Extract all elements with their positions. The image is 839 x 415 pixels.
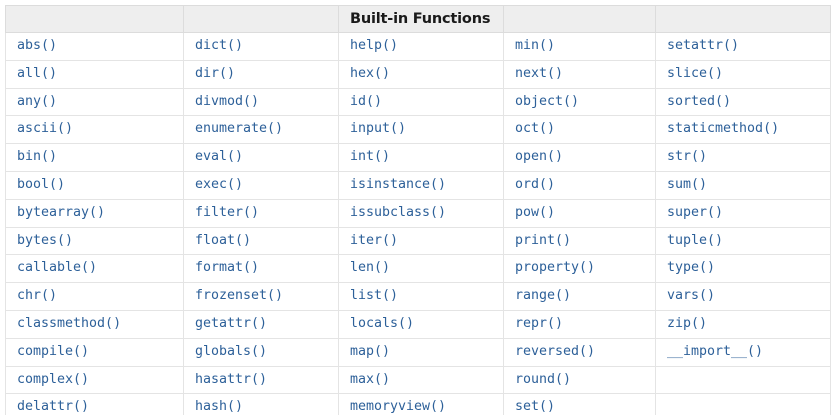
function-cell[interactable]: set() [503,393,656,415]
table-row: callable()format()len()property()type() [5,254,831,284]
function-cell[interactable]: next() [503,59,656,89]
function-cell[interactable]: chr() [5,282,184,311]
table-row: bool()exec()isinstance()ord()sum() [5,170,831,200]
function-cell[interactable]: map() [338,337,504,367]
function-cell[interactable]: frozenset() [183,282,339,311]
function-cell[interactable]: repr() [503,309,656,339]
table-row: classmethod()getattr()locals()repr()zip(… [5,309,831,339]
function-cell[interactable]: type() [655,254,831,284]
function-cell[interactable]: hex() [338,59,504,89]
table-header: Built-in Functions [5,5,831,33]
function-cell[interactable]: eval() [183,143,339,172]
function-cell[interactable]: format() [183,254,339,284]
table-row: bytearray()filter()issubclass()pow()supe… [5,198,831,228]
function-cell[interactable]: issubclass() [338,198,504,228]
function-cell[interactable]: bytes() [5,226,184,256]
function-cell[interactable]: abs() [5,32,184,61]
function-cell[interactable]: max() [338,365,504,395]
function-cell[interactable]: delattr() [5,393,184,415]
function-cell[interactable]: hash() [183,393,339,415]
function-cell[interactable]: help() [338,32,504,61]
function-cell[interactable]: object() [503,87,656,117]
table-row: any()divmod()id()object()sorted() [5,87,831,117]
table-row: chr()frozenset()list()range()vars() [5,282,831,311]
function-cell[interactable]: all() [5,59,184,89]
function-cell[interactable]: open() [503,143,656,172]
function-cell[interactable]: list() [338,282,504,311]
table-header-cell-3 [503,5,656,33]
table-row: all()dir()hex()next()slice() [5,59,831,89]
function-cell[interactable]: isinstance() [338,170,504,200]
table-row: compile()globals()map()reversed()__impor… [5,337,831,367]
function-cell[interactable]: len() [338,254,504,284]
table-row: complex()hasattr()max()round() [5,365,831,395]
function-cell[interactable]: compile() [5,337,184,367]
function-cell[interactable]: vars() [655,282,831,311]
table-header-cell-0 [5,5,184,33]
function-cell[interactable]: oct() [503,115,656,145]
function-cell[interactable]: dict() [183,32,339,61]
builtin-functions-table: Built-in Functions abs()dict()help()min(… [5,5,831,415]
function-cell[interactable]: hasattr() [183,365,339,395]
function-cell[interactable]: bin() [5,143,184,172]
function-cell[interactable]: property() [503,254,656,284]
function-cell[interactable]: str() [655,143,831,172]
function-cell[interactable]: any() [5,87,184,117]
function-cell[interactable]: staticmethod() [655,115,831,145]
function-cell[interactable]: complex() [5,365,184,395]
function-cell[interactable]: tuple() [655,226,831,256]
table-header-cell-1 [183,5,339,33]
function-cell[interactable]: exec() [183,170,339,200]
function-cell[interactable]: int() [338,143,504,172]
function-cell[interactable]: bool() [5,170,184,200]
table-row: abs()dict()help()min()setattr() [5,32,831,61]
function-cell[interactable]: float() [183,226,339,256]
function-cell[interactable]: zip() [655,309,831,339]
table-header-cell-4 [655,5,831,33]
table-body: abs()dict()help()min()setattr()all()dir(… [5,32,831,415]
function-cell[interactable]: callable() [5,254,184,284]
table-header-row: Built-in Functions [5,5,831,33]
empty-cell [655,393,831,415]
function-cell[interactable]: super() [655,198,831,228]
function-cell[interactable]: enumerate() [183,115,339,145]
function-cell[interactable]: filter() [183,198,339,228]
function-cell[interactable]: round() [503,365,656,395]
function-cell[interactable]: sum() [655,170,831,200]
function-cell[interactable]: globals() [183,337,339,367]
function-cell[interactable]: slice() [655,59,831,89]
empty-cell [655,365,831,395]
function-cell[interactable]: range() [503,282,656,311]
function-cell[interactable]: dir() [183,59,339,89]
function-cell[interactable]: locals() [338,309,504,339]
function-cell[interactable]: ord() [503,170,656,200]
function-cell[interactable]: getattr() [183,309,339,339]
table-row: ascii()enumerate()input()oct()staticmeth… [5,115,831,145]
function-cell[interactable]: pow() [503,198,656,228]
function-cell[interactable]: memoryview() [338,393,504,415]
table-title-cell: Built-in Functions [338,5,504,33]
table-row: bin()eval()int()open()str() [5,143,831,172]
table-row: bytes()float()iter()print()tuple() [5,226,831,256]
function-cell[interactable]: id() [338,87,504,117]
function-cell[interactable]: divmod() [183,87,339,117]
function-cell[interactable]: input() [338,115,504,145]
function-cell[interactable]: setattr() [655,32,831,61]
function-cell[interactable]: bytearray() [5,198,184,228]
function-cell[interactable]: sorted() [655,87,831,117]
function-cell[interactable]: reversed() [503,337,656,367]
function-cell[interactable]: iter() [338,226,504,256]
function-cell[interactable]: print() [503,226,656,256]
function-cell[interactable]: ascii() [5,115,184,145]
table-row: delattr()hash()memoryview()set() [5,393,831,415]
function-cell[interactable]: min() [503,32,656,61]
function-cell[interactable]: __import__() [655,337,831,367]
function-cell[interactable]: classmethod() [5,309,184,339]
